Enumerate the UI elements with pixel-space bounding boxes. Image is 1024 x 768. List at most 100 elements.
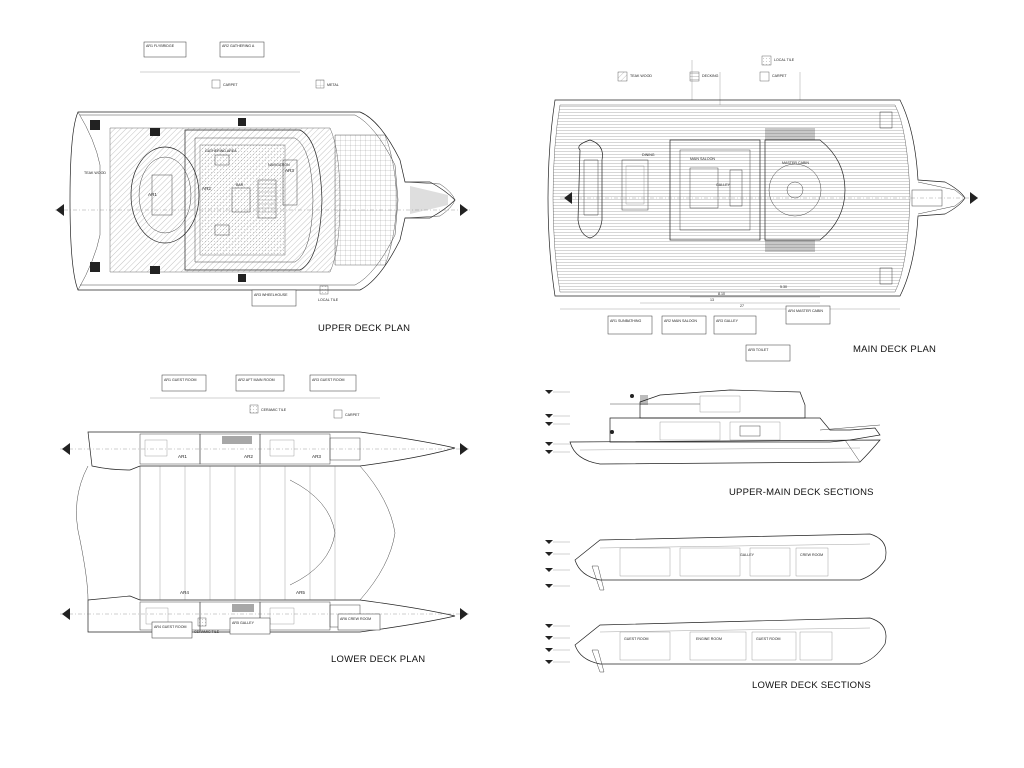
lower-note-tile-2: CERAMIC TILE <box>194 617 220 634</box>
main-saloon-block <box>669 139 761 241</box>
upper-note-carpet: CARPET <box>211 79 238 89</box>
svg-text:AR2 AFT MAIN ROOM: AR2 AFT MAIN ROOM <box>238 378 275 382</box>
main-decking <box>552 104 911 293</box>
svg-text:TEAK WOOD: TEAK WOOD <box>630 74 652 78</box>
lower-tag-crew: AR6 CREW ROOM <box>337 613 381 631</box>
main-tender-left <box>577 139 603 239</box>
lower-zone-ar2: AR2 <box>244 454 253 459</box>
section-bowsprit <box>819 424 881 431</box>
svg-text:AR5 TOILET: AR5 TOILET <box>748 348 769 352</box>
svg-text:AR2 MAIN SALOON: AR2 MAIN SALOON <box>664 319 697 323</box>
main-bow-box-1 <box>879 111 893 129</box>
section-window <box>699 395 741 413</box>
main-deck-title: MAIN DECK PLAN <box>853 344 936 355</box>
upper-fitting-4 <box>150 266 160 274</box>
lower-note-carpet: CARPET <box>333 409 360 419</box>
upper-tag-gathering: AR2 GATHERING A <box>219 41 265 58</box>
main-tag-galley: AR3 GALLEY <box>713 315 757 335</box>
lower-hull-top <box>87 431 456 471</box>
lower-hull-bottom <box>87 595 456 633</box>
svg-text:CARPET: CARPET <box>345 413 360 417</box>
lower-bridge-panels <box>159 466 336 600</box>
main-dark-rail-top <box>765 128 815 140</box>
svg-text:AR4 GUEST ROOM: AR4 GUEST ROOM <box>154 625 186 629</box>
upper-helm-console <box>282 159 298 206</box>
upper-deck-title: UPPER DECK PLAN <box>318 323 410 334</box>
upper-round-lounge-inner <box>138 156 192 234</box>
upper-note-local-tile: LOCAL TILE <box>318 285 339 302</box>
svg-text:AR6 CREW ROOM: AR6 CREW ROOM <box>340 617 371 621</box>
lower-section-2-fwd <box>799 631 833 661</box>
section-waterline <box>579 447 861 451</box>
lower-deck-title: LOWER DECK PLAN <box>331 654 425 665</box>
section-bow-stay <box>844 439 861 463</box>
upper-note-metal: METAL <box>315 79 339 89</box>
lower-section-1-guest <box>619 547 671 577</box>
svg-text:13: 13 <box>710 298 714 302</box>
lower-deck-plan: AR1 GUEST ROOM AR2 AFT MAIN ROOM AR3 GUE… <box>60 374 470 665</box>
lower-mark-3 <box>62 608 70 620</box>
lower-zone-ar4: AR4 <box>180 590 189 595</box>
lower-section-hull-2 <box>574 617 887 665</box>
upper-bar-counter <box>231 187 251 213</box>
lower-mark-1 <box>62 443 70 455</box>
lower-section-2-label-guest-1: GUEST ROOM <box>624 637 649 641</box>
upper-chair-2 <box>214 224 230 236</box>
svg-text:LOCAL TILE: LOCAL TILE <box>774 58 795 62</box>
main-hull-outline <box>547 99 966 297</box>
lower-note-tile: CERAMIC TILE <box>249 404 287 414</box>
svg-text:8.10: 8.10 <box>718 292 725 296</box>
svg-text:AR3 GUEST ROOM: AR3 GUEST ROOM <box>312 378 344 382</box>
upper-lounge-table <box>151 174 173 216</box>
svg-text:METAL: METAL <box>327 83 339 87</box>
main-galley-counter <box>729 169 743 207</box>
upper-round-lounge <box>130 146 200 244</box>
lower-deck-sections: GALLEY CREW ROOM GUEST ROOM ENGINE ROOM … <box>545 533 887 691</box>
lower-tag-guest-2: AR3 GUEST ROOM <box>309 374 357 392</box>
lower-zone-ar5: AR5 <box>296 590 305 595</box>
lower-section-2-label-engine: ENGINE ROOM <box>696 637 722 641</box>
lower-section-2-engine <box>689 631 747 661</box>
main-tag-sunbathing: AR1 SUNBATHING <box>607 315 653 335</box>
upper-fitting-6 <box>238 274 246 282</box>
svg-text:CARPET: CARPET <box>772 74 787 78</box>
upper-room-bar: BAR <box>236 183 244 187</box>
lower-section-markers <box>545 540 570 664</box>
lower-section-1-rudder <box>591 565 605 591</box>
svg-text:CERAMIC TILE: CERAMIC TILE <box>261 408 287 412</box>
lower-section-2-guest-1 <box>619 631 671 661</box>
svg-text:AR1 GUEST ROOM: AR1 GUEST ROOM <box>164 378 196 382</box>
lower-tag-guest-3: AR4 GUEST ROOM <box>151 621 193 639</box>
upper-zone-ar2: AR2 <box>202 186 211 191</box>
main-section-mark-right <box>970 192 978 204</box>
svg-text:AR2 GATHERING A: AR2 GATHERING A <box>222 44 255 48</box>
main-tag-saloon: AR2 MAIN SALOON <box>661 315 707 335</box>
upper-deck-plan: AR1 FLYBRIDGE AR2 GATHERING A CARPET MET… <box>55 41 470 334</box>
svg-text:27: 27 <box>740 304 744 308</box>
lower-mark-2 <box>460 443 468 455</box>
upper-stair <box>257 179 277 219</box>
lower-zone-ar1: AR1 <box>178 454 187 459</box>
upper-bow-bottom <box>404 199 456 219</box>
main-room-dining: DINING <box>642 153 655 157</box>
upper-wheelhouse-shell <box>184 129 323 271</box>
upper-room-navigation: NAVIGATION <box>268 163 290 167</box>
upper-metal-foredeck <box>334 134 398 266</box>
upper-section-mark-left <box>56 204 64 216</box>
main-dimensions: 5.30 8.10 13 27 <box>560 285 900 310</box>
main-legend: TEAK WOOD DECKING LOCAL TILE CARPET <box>617 55 801 105</box>
lower-bridge-fwd <box>359 465 396 601</box>
lower-aft-arch <box>76 465 89 601</box>
upper-bow-top <box>404 181 456 201</box>
upper-aft-curve <box>77 111 101 291</box>
upper-wheelhouse-inner <box>194 137 314 263</box>
svg-text:5.30: 5.30 <box>780 285 787 289</box>
main-master-cabin <box>764 139 846 241</box>
lower-section-2-guest-2 <box>751 631 797 661</box>
svg-text:LOCAL TILE: LOCAL TILE <box>318 298 339 302</box>
lower-section-1-deck <box>599 543 871 549</box>
lower-section-2-label-guest-2: GUEST ROOM <box>756 637 781 641</box>
upper-fitting-3 <box>150 128 160 136</box>
main-dark-rail-bottom <box>765 240 815 252</box>
